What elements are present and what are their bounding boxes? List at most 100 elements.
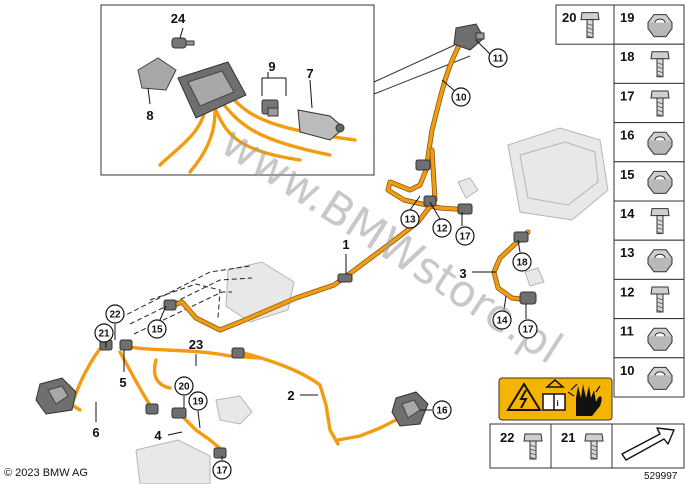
- power-electronics-ghost: [507, 127, 609, 221]
- bolt-thread: [590, 456, 598, 460]
- bolt-thread: [586, 31, 594, 34]
- callout-label: 19: [192, 397, 204, 408]
- callout-label: 17: [459, 232, 471, 243]
- callout-circled: 19: [188, 391, 208, 411]
- callout-label: 22: [109, 310, 121, 321]
- compressor-part: [35, 377, 77, 415]
- part-cell: 12: [613, 278, 685, 320]
- callout-label: 16: [436, 406, 448, 417]
- bolt-thread: [656, 74, 664, 78]
- bolt-thread: [656, 105, 664, 109]
- motor-ghost: [135, 439, 211, 484]
- parts-table-bottom: 22 21: [489, 423, 613, 469]
- part-cell-frame: [613, 82, 685, 124]
- bolt-thread: [586, 27, 594, 30]
- bolt-thread: [656, 109, 664, 113]
- callout-circled: 17: [212, 460, 232, 480]
- callout-circled: 16: [432, 400, 452, 420]
- part-number: 15: [620, 167, 634, 182]
- part-number: 21: [561, 430, 575, 445]
- part-number: 19: [620, 10, 634, 25]
- heater-part: [391, 391, 429, 427]
- callout-label: 6: [92, 425, 99, 440]
- callout-circle: [174, 376, 194, 396]
- part-cell: 22: [489, 423, 552, 469]
- bolt-thread: [656, 309, 664, 313]
- bolt-icon: [584, 433, 604, 442]
- part-cell: 20: [555, 4, 615, 45]
- callout-label: 12: [436, 224, 448, 235]
- callout-circled: 15: [147, 319, 167, 339]
- bolt-icon: [650, 208, 670, 217]
- callout-circled: 18: [512, 252, 532, 272]
- callout-circle: [492, 310, 512, 330]
- callout-label: 21: [98, 329, 110, 340]
- callout-circled: 11: [488, 48, 508, 68]
- part-number: 22: [500, 430, 514, 445]
- callout-label: 20: [178, 382, 190, 393]
- bolt-thread: [656, 101, 664, 105]
- callout-label: 9: [268, 59, 275, 74]
- callout-label: 17: [216, 466, 228, 477]
- callout-label: 8: [146, 108, 153, 123]
- part-number: 20: [562, 10, 576, 25]
- callout-circled: 12: [432, 218, 452, 238]
- bolt-thread: [529, 448, 537, 452]
- bolt-thread: [590, 452, 598, 456]
- nut-side: [647, 140, 673, 155]
- clip-ghost: [457, 177, 479, 199]
- nut-side: [647, 22, 673, 38]
- callout-circle: [518, 319, 538, 339]
- bolt-icon: [650, 286, 670, 295]
- part-cell-frame: [613, 200, 685, 241]
- next-page-arrow-icon[interactable]: [621, 427, 675, 461]
- part-number: 14: [620, 206, 635, 221]
- bolt-thread: [529, 452, 537, 456]
- callout-label: 23: [189, 337, 203, 352]
- next-page-cell[interactable]: [611, 423, 685, 469]
- bolt-thread: [656, 305, 664, 309]
- part-number: 12: [620, 284, 634, 299]
- clip-part-9: [261, 99, 279, 117]
- part-cell-frame: [555, 4, 615, 45]
- part-cell: 17: [613, 82, 685, 124]
- nut-side: [647, 257, 673, 273]
- callout-circle: [451, 87, 471, 107]
- bolt-icon: [580, 12, 600, 21]
- callout-circled: 20: [174, 376, 194, 396]
- high-voltage-warning-icon: [506, 382, 542, 411]
- callout-label: 5: [119, 375, 126, 390]
- callout-circle: [212, 460, 232, 480]
- callout-circle: [188, 391, 208, 411]
- callout-circled: 10: [451, 87, 471, 107]
- nut-side: [647, 336, 673, 351]
- callout-circle: [432, 218, 452, 238]
- bolt-thread: [656, 231, 664, 234]
- bolt-thread: [529, 444, 537, 448]
- part-number: 17: [620, 88, 634, 103]
- part-number: 16: [620, 128, 634, 143]
- callout-circle: [147, 319, 167, 339]
- bolt-thread: [656, 223, 664, 226]
- callout-label: 3: [459, 266, 466, 281]
- bolt-icon: [650, 90, 670, 99]
- bolt-thread: [656, 66, 664, 70]
- callout-label: 13: [404, 215, 416, 226]
- part-cell-frame: [550, 423, 613, 469]
- callout-label: 1: [342, 237, 349, 252]
- part-cell: 10: [613, 357, 685, 398]
- bracket-part-7: [297, 109, 345, 141]
- leader-lines: [95, 39, 527, 460]
- bolt-thread: [656, 113, 664, 117]
- callout-circle: [432, 400, 452, 420]
- inset-connector-line: [373, 37, 471, 83]
- bolt-thread: [586, 23, 594, 26]
- callout-circle: [94, 323, 114, 343]
- hv-connector-top: [453, 23, 485, 51]
- nut-side: [647, 179, 673, 194]
- callout-label: 7: [306, 66, 313, 81]
